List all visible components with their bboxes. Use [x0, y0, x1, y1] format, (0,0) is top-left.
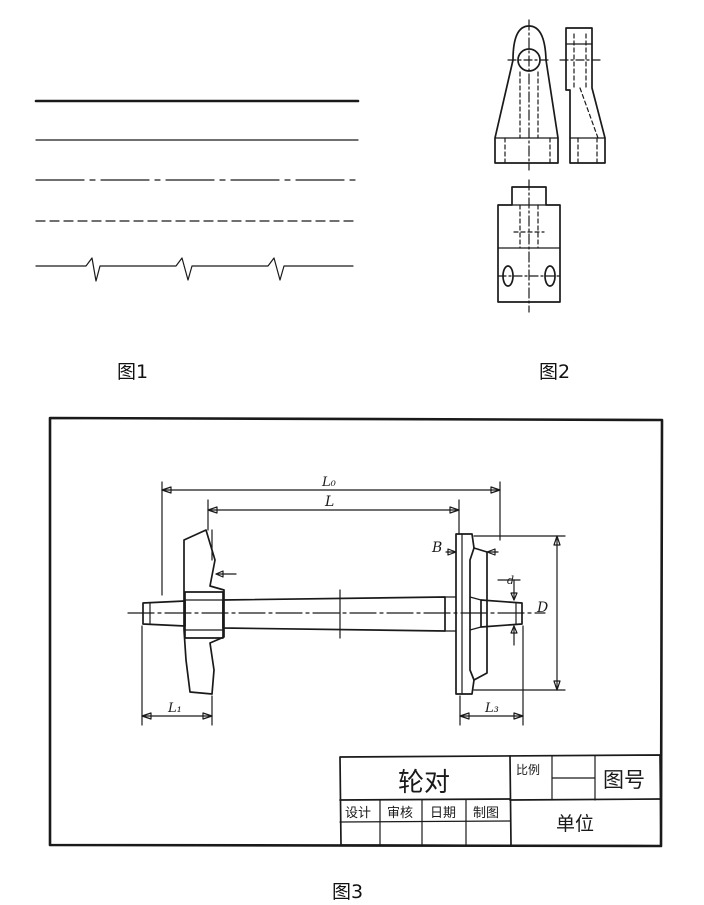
label-fillet: d	[507, 574, 514, 587]
title-block-drawing-no-label: 图号	[603, 768, 645, 792]
dimension-diameter	[473, 535, 566, 691]
label-overall-length: L₀	[321, 475, 337, 490]
title-block-role-review: 审核	[387, 806, 413, 821]
label-diameter: D	[536, 600, 548, 616]
label-axle-length: L	[324, 494, 334, 510]
dimension-overall-length	[161, 481, 501, 596]
dimension-left-end	[141, 625, 213, 726]
title-block	[339, 754, 662, 847]
dimension-fillet	[497, 579, 521, 646]
axle	[142, 589, 523, 639]
right-wheel-outline	[444, 533, 488, 695]
title-block-scale-label: 比例	[516, 763, 540, 777]
figure-1-caption: 图1	[117, 361, 149, 383]
figure-2-caption: 图2	[539, 361, 571, 383]
title-block-role-drafter: 制图	[473, 806, 499, 821]
dimension-hub-offset	[215, 570, 237, 578]
bracket-top-view	[497, 179, 561, 313]
left-wheel-section	[183, 529, 225, 695]
bracket-side-view	[559, 27, 606, 164]
label-right-end: L₃	[484, 701, 499, 716]
dimension-flange	[445, 548, 499, 556]
line-break-zigzag	[35, 257, 354, 282]
dimension-axle-length	[207, 499, 460, 535]
bracket-front-view	[494, 19, 559, 171]
title-block-role-date: 日期	[430, 806, 456, 821]
figure-3-caption: 图3	[332, 881, 364, 903]
label-left-end: L₁	[167, 701, 182, 716]
title-block-unit-label: 单位	[556, 813, 594, 835]
title-block-role-design: 设计	[345, 806, 371, 821]
label-flange: B	[431, 540, 442, 556]
dimension-right-end	[459, 625, 524, 726]
title-block-part-name: 轮对	[398, 768, 450, 798]
